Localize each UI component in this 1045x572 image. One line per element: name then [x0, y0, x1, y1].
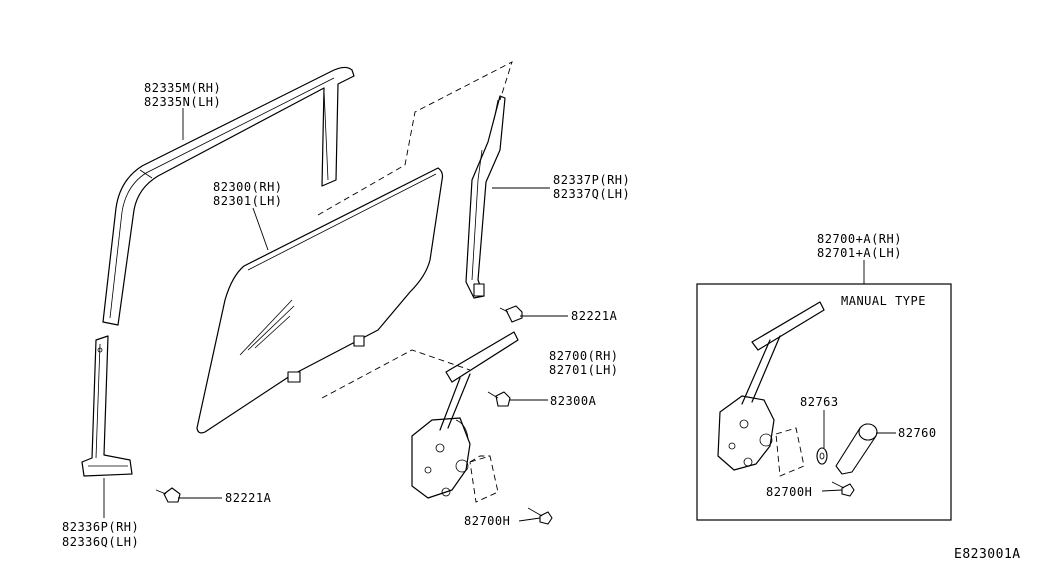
label-glass-lh: 82301(LH)	[213, 194, 283, 208]
manual-bolt-part	[831, 481, 855, 497]
label-sash-top-rh: 82335M(RH)	[144, 81, 221, 95]
label-handle: 82760	[898, 426, 937, 440]
front-upper-sash-part	[102, 66, 355, 326]
label-manual-bolt: 82700H	[766, 485, 812, 499]
bolt-upper-part	[499, 305, 523, 323]
door-glass-part	[196, 167, 444, 434]
glass-travel-outline	[317, 61, 513, 216]
label-bolt-regulator: 82300A	[550, 394, 597, 408]
label-bolt-lower: 82221A	[225, 491, 272, 505]
manual-type-box	[696, 283, 952, 521]
label-sash-front-lower-lh: 82336Q(LH)	[62, 535, 139, 549]
handle-part	[835, 423, 878, 475]
diagram-reference-code: E823001A	[954, 547, 1021, 562]
label-bolt-upper: 82221A	[571, 309, 618, 323]
label-regulator-lh: 82701(LH)	[549, 363, 619, 377]
label-sash-rear-lh: 82337Q(LH)	[553, 187, 630, 201]
label-sash-front-lower-rh: 82336P(RH)	[62, 520, 139, 534]
leader-lines	[103, 108, 896, 522]
washer-part	[816, 447, 828, 465]
bolt-regulator-bottom-part	[527, 507, 553, 525]
regulator-part	[411, 331, 519, 503]
rear-sash-part	[465, 95, 506, 299]
label-glass-rh: 82300(RH)	[213, 180, 283, 194]
front-lower-sash-part	[81, 335, 133, 477]
label-manual-assembly-lh: 82701+A(LH)	[817, 246, 902, 260]
label-manual-type: MANUAL TYPE	[841, 294, 926, 308]
manual-regulator-part	[717, 301, 825, 477]
label-washer: 82763	[800, 395, 839, 409]
bolt-regulator-part	[487, 391, 511, 407]
label-bolt-regulator-bottom: 82700H	[464, 514, 510, 528]
label-sash-top-lh: 82335N(LH)	[144, 95, 221, 109]
label-manual-assembly-rh: 82700+A(RH)	[817, 232, 902, 246]
label-regulator-rh: 82700(RH)	[549, 349, 619, 363]
glass-to-regulator-guide	[321, 349, 471, 399]
label-sash-rear-rh: 82337P(RH)	[553, 173, 630, 187]
bolt-lower-part	[155, 487, 181, 503]
